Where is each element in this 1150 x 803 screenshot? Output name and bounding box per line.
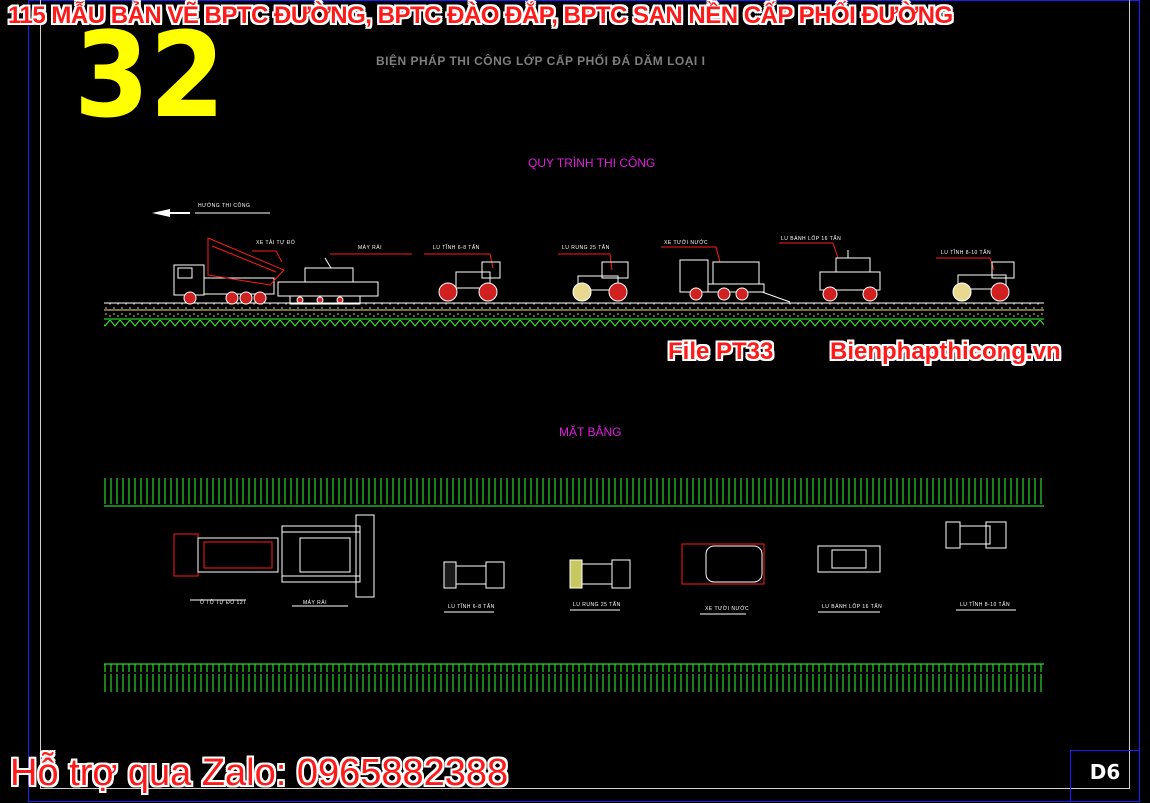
direction-label: HƯỚNG THI CÔNG bbox=[198, 203, 251, 209]
dump-truck-elevation bbox=[173, 237, 285, 305]
sheet-stamp-box bbox=[1070, 750, 1140, 802]
banner-title: 115 MẪU BẢN VẼ BPTC ĐƯỜNG, BPTC ĐÀO ĐẮP,… bbox=[8, 2, 953, 29]
water-truck-elevation bbox=[679, 259, 791, 303]
direction-arrow bbox=[152, 209, 270, 217]
plan-label-water-truck: XE TƯỚI NƯỚC bbox=[705, 606, 750, 612]
plan-grass-bottom bbox=[104, 664, 1044, 692]
static-roller-small-plan bbox=[443, 561, 505, 613]
section-title-process: QUY TRÌNH THI CÔNG bbox=[528, 156, 656, 170]
plan-label-static-roller-small: LU TĨNH 6-8 TẤN bbox=[448, 604, 495, 610]
tire-roller-elevation bbox=[819, 250, 881, 302]
elevation-leaders bbox=[252, 242, 995, 271]
drawing-title: BIỆN PHÁP THI CÔNG LỚP CẤP PHỐI ĐÁ DĂM L… bbox=[376, 54, 706, 68]
elev-label-static-roller-large: LU TĨNH 8-10 TẤN bbox=[941, 250, 992, 256]
elev-label-dump-truck: XE TẢI TỰ ĐỔ bbox=[256, 240, 296, 246]
static-roller-large-plan bbox=[945, 521, 1016, 611]
elev-label-vibratory-roller: LU RUNG 25 TẤN bbox=[562, 245, 610, 251]
support-contact: Hỗ trợ qua Zalo: 0965882388 bbox=[10, 752, 509, 794]
elev-label-water-truck: XE TƯỚI NƯỚC bbox=[664, 240, 709, 246]
section-title-plan: MẶT BẰNG bbox=[559, 425, 622, 439]
plan-label-static-roller-large: LU TĨNH 8-10 TẤN bbox=[960, 602, 1011, 608]
file-label: File PT33 bbox=[668, 338, 774, 365]
static-roller-small-elevation bbox=[438, 261, 501, 302]
dump-truck-plan bbox=[173, 533, 279, 601]
plan-label-tire-roller: LU BÁNH LỐP 16 TẤN bbox=[822, 604, 883, 610]
plan-label-paver: MÁY RẢI bbox=[303, 600, 327, 606]
sheet-code: D6 bbox=[1089, 760, 1121, 784]
elev-label-static-roller-small: LU TĨNH 6-8 TẤN bbox=[433, 245, 480, 251]
water-truck-plan bbox=[681, 543, 765, 615]
ground-section bbox=[104, 302, 1044, 328]
paver-elevation bbox=[277, 257, 379, 305]
static-roller-large-elevation bbox=[952, 261, 1015, 302]
drawing-number: 32 bbox=[74, 6, 226, 144]
drawing-frame-inner bbox=[40, 0, 1130, 789]
site-label: Bienphapthicong.vn bbox=[830, 338, 1061, 365]
vibratory-roller-plan bbox=[569, 559, 631, 611]
paver-plan bbox=[281, 514, 375, 607]
elev-label-tire-roller: LU BÁNH LỐP 16 TẤN bbox=[781, 236, 842, 242]
vibratory-roller-elevation bbox=[572, 261, 629, 302]
tire-roller-plan bbox=[817, 545, 881, 613]
plan-grass-top bbox=[104, 478, 1044, 506]
drawing-frame-outer bbox=[28, 0, 1140, 802]
elev-label-paver: MÁY RẢI bbox=[358, 245, 382, 251]
plan-label-vibratory-roller: LU RUNG 25 TẤN bbox=[573, 602, 621, 608]
plan-label-dump-truck: Ô TÔ TỰ ĐỔ 12T bbox=[200, 600, 247, 606]
